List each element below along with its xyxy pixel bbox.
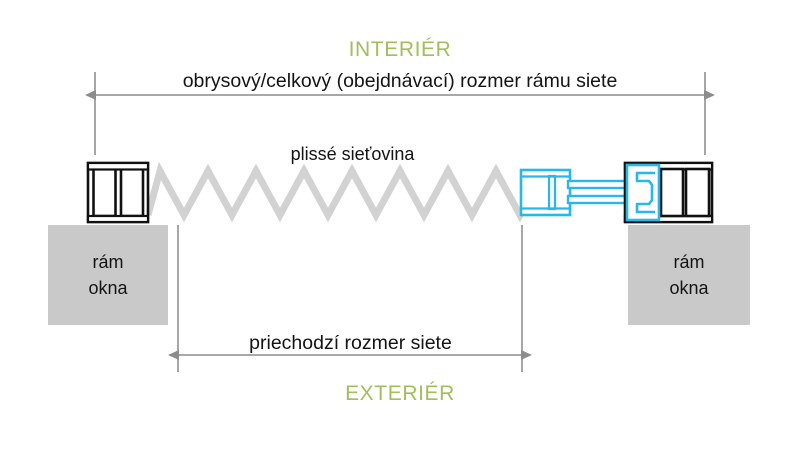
profile-left-fixed [86,161,150,224]
window-frame-block-right [628,225,750,325]
exterior-zone-label: EXTERIÉR [345,382,455,405]
window-frame-label-left-line2: okna [88,277,128,298]
dimension-overall [85,72,715,155]
profile-right-channel [625,163,661,222]
window-frame-label-left-line1: rám [92,252,124,272]
window-frame-label-left: rám okna [48,250,168,301]
pleated-mesh [144,161,538,223]
interior-zone-label: INTERIÉR [348,38,452,61]
dimension-passage [168,225,532,372]
passage-dimension-label: priechodzí rozmer siete [249,332,452,354]
overall-dimension-label: obrysový/celkový (obejdnávací) rozmer rá… [182,70,618,92]
window-frame-block-left [48,225,168,325]
profile-moving-bar [519,168,572,217]
window-frame-label-right-line1: rám [673,252,705,272]
profile-connecting-bar [566,179,630,205]
mesh-label: plissé sieťovina [290,144,415,164]
window-frame-label-right: rám okna [628,250,750,301]
window-frame-label-right-line2: okna [669,277,709,298]
